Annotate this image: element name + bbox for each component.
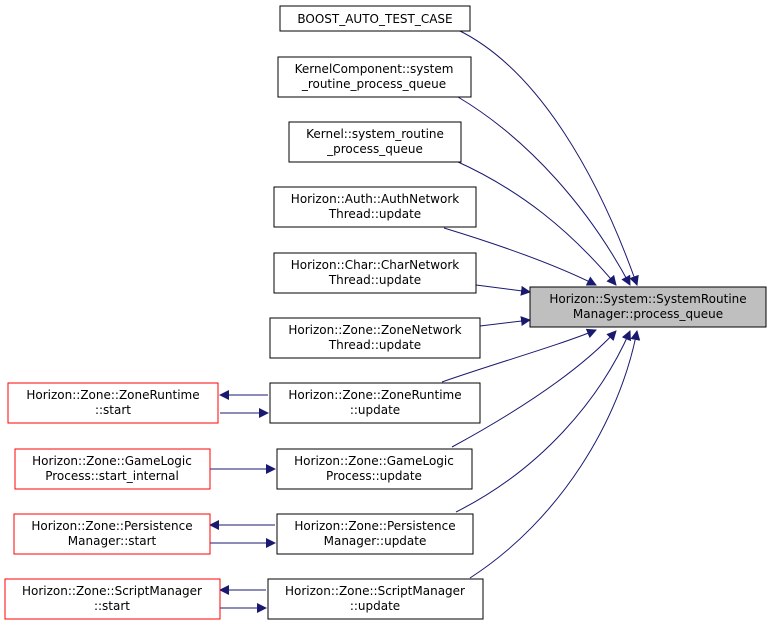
edge-kernel-to-focus: [455, 160, 617, 286]
node-script-manager-start[interactable]: Horizon::Zone::ScriptManager ::start: [4, 578, 221, 620]
edge-zonenet-to-focus: [479, 316, 531, 327]
focus-node-line2: Manager::process_queue: [573, 307, 723, 321]
node-auth-network-thread-update[interactable]: Horizon::Auth::AuthNetwork Thread::updat…: [273, 186, 477, 228]
node-persistence-manager-start[interactable]: Horizon::Zone::Persistence Manager::star…: [13, 513, 211, 555]
edge-kernelcomp-to-focus: [457, 96, 631, 286]
edge-boost-to-focus: [457, 29, 639, 286]
node-label-line2: Thread::update: [328, 338, 421, 352]
node-label-line2: Process::update: [326, 469, 422, 483]
node-label-line2: _routine_process_queue: [301, 77, 446, 91]
node-label-line2: Manager::update: [324, 534, 427, 548]
node-label-line1: Horizon::Auth::AuthNetwork: [291, 192, 459, 206]
edge-auth-to-focus: [443, 227, 597, 286]
node-zone-network-thread-update[interactable]: Horizon::Zone::ZoneNetwork Thread::updat…: [269, 317, 481, 359]
node-char-network-thread-update[interactable]: Horizon::Char::CharNetwork Thread::updat…: [273, 252, 477, 294]
node-label-line1: Horizon::Zone::ScriptManager: [285, 584, 465, 598]
node-label-line2: Thread::update: [328, 273, 421, 287]
node-label-line2: _process_queue: [326, 142, 423, 156]
node-label-line1: Horizon::Zone::ScriptManager: [22, 584, 202, 598]
node-label-line2: ::update: [350, 599, 400, 613]
node-label-line2: ::start: [95, 403, 131, 417]
node-zone-runtime-start[interactable]: Horizon::Zone::ZoneRuntime ::start: [7, 382, 219, 424]
edge-pm-update-to-focus: [455, 330, 631, 513]
edge-sm-update-to-focus: [469, 330, 641, 579]
focus-node[interactable]: Horizon::System::SystemRoutine Manager::…: [529, 286, 767, 328]
node-label-line2: ::update: [350, 403, 400, 417]
node-label-line2: Process::start_internal: [45, 469, 179, 483]
node-label-line2: Thread::update: [328, 207, 421, 221]
node-label-line2: Manager::start: [68, 534, 157, 548]
node-label-line2: ::start: [94, 599, 130, 613]
edge-gl-update-to-focus: [451, 330, 617, 448]
node-label-line1: Horizon::Zone::ZoneNetwork: [288, 323, 461, 337]
node-label-line1: Horizon::Zone::GameLogic: [294, 454, 454, 468]
node-label-line1: Horizon::Zone::ZoneRuntime: [26, 388, 199, 402]
node-label-line1: Kernel::system_routine: [306, 127, 444, 141]
node-boost-auto-test-case[interactable]: BOOST_AUTO_TEST_CASE: [279, 5, 471, 32]
node-label: BOOST_AUTO_TEST_CASE: [297, 12, 452, 26]
node-label-line1: Horizon::Zone::GameLogic: [32, 454, 192, 468]
node-persistence-manager-update[interactable]: Horizon::Zone::Persistence Manager::upda…: [276, 513, 474, 555]
node-game-logic-start-internal[interactable]: Horizon::Zone::GameLogic Process::start_…: [14, 448, 211, 490]
node-label-line1: Horizon::Char::CharNetwork: [291, 258, 460, 272]
focus-node-line1: Horizon::System::SystemRoutine: [549, 292, 746, 306]
node-script-manager-update[interactable]: Horizon::Zone::ScriptManager ::update: [267, 578, 484, 620]
node-label-line1: Horizon::Zone::Persistence: [31, 519, 192, 533]
node-kernel-process-queue[interactable]: Kernel::system_routine _process_queue: [288, 121, 462, 163]
edge-char-to-focus: [475, 284, 531, 296]
node-label-line1: Horizon::Zone::Persistence: [294, 519, 455, 533]
node-zone-runtime-update[interactable]: Horizon::Zone::ZoneRuntime ::update: [269, 382, 481, 424]
edge-zrt-update-to-focus: [441, 328, 597, 383]
node-label-line1: Horizon::Zone::ZoneRuntime: [288, 388, 461, 402]
node-game-logic-process-update[interactable]: Horizon::Zone::GameLogic Process::update: [276, 448, 473, 490]
node-label-line1: KernelComponent::system: [295, 62, 454, 76]
node-kernelcomponent-process-queue[interactable]: KernelComponent::system _routine_process…: [277, 56, 472, 98]
